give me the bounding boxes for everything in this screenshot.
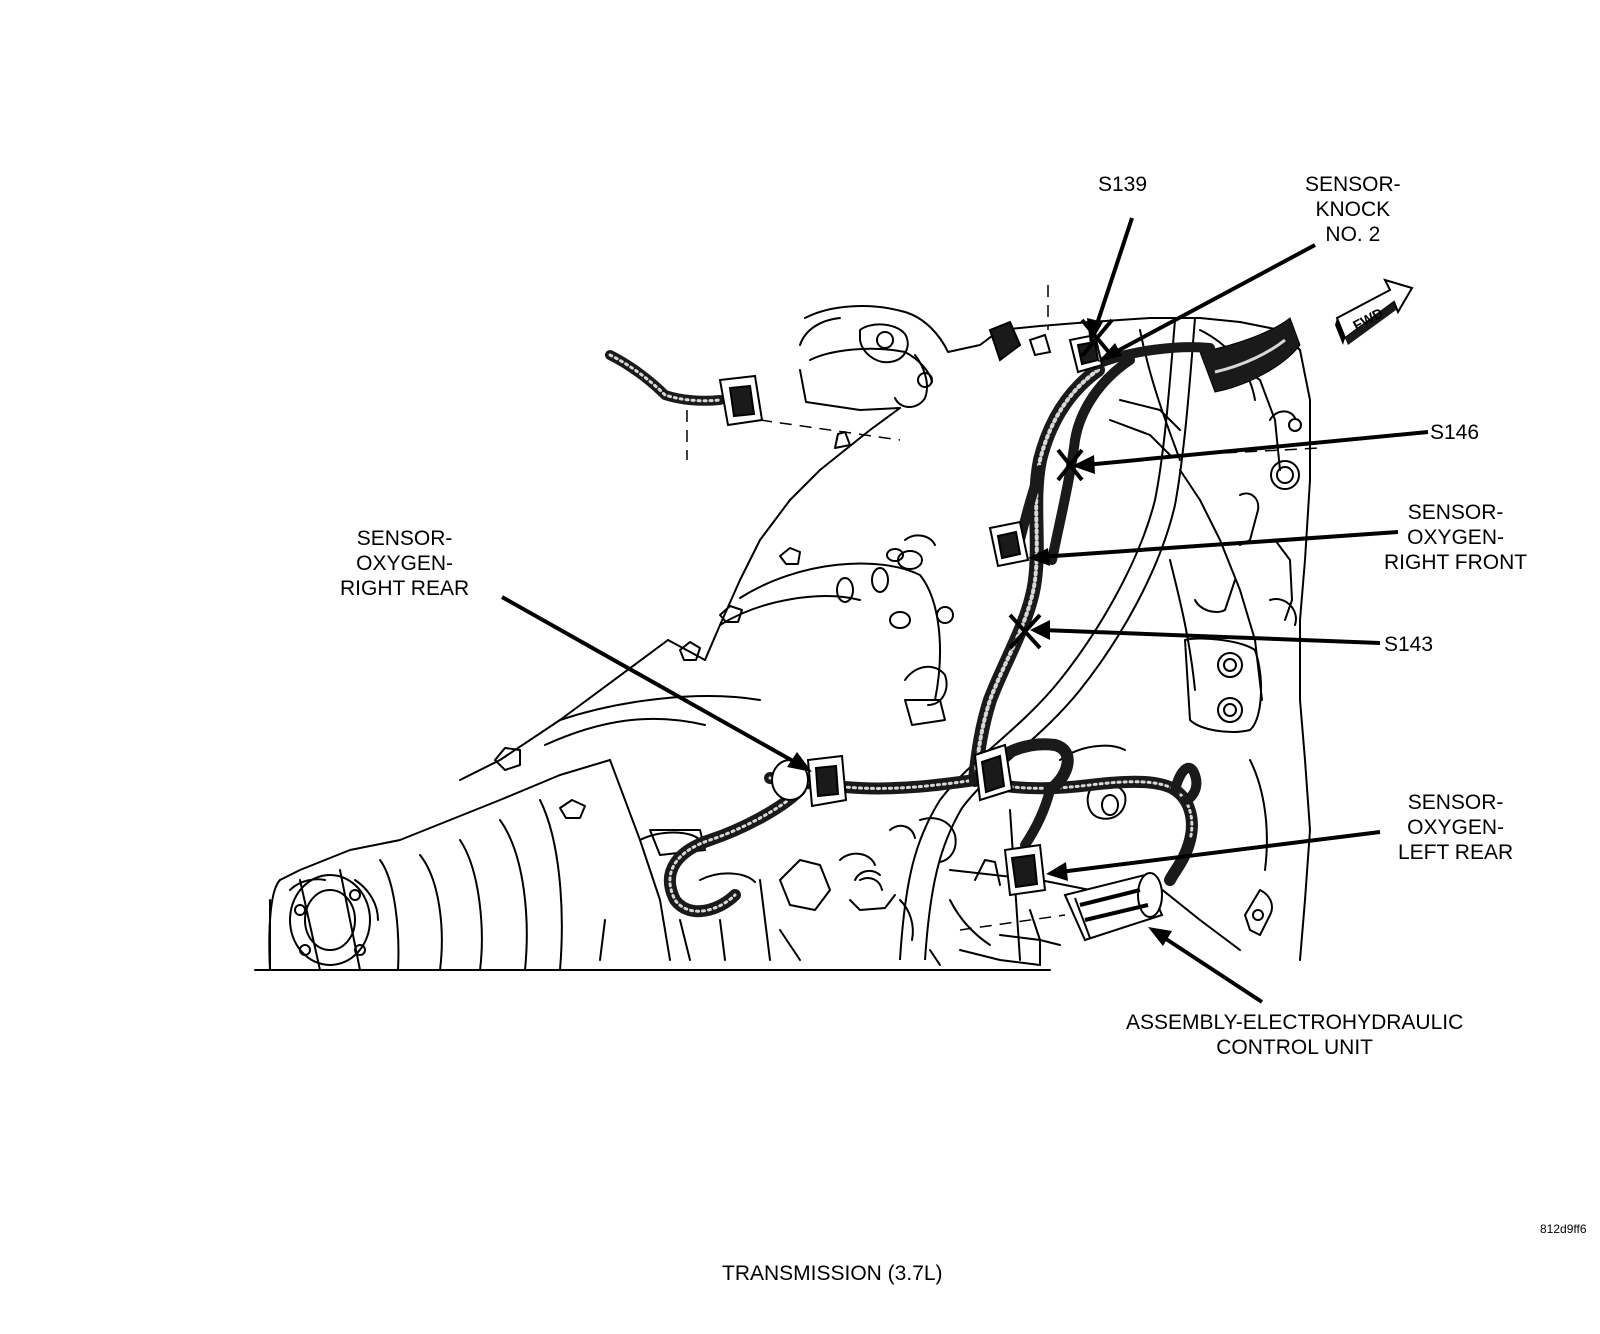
center-connector-cluster [973,743,1014,802]
housing-lip [1199,317,1301,393]
loose-connector-upper-left [718,374,764,427]
ehcu-connector [1063,872,1164,942]
label-knock-line-2: KNOCK [1315,198,1391,221]
figure-caption: TRANSMISSION (3.7L) [722,1262,943,1285]
splice-markers [1008,318,1114,650]
arrow-ehcu [1158,933,1264,1004]
wiring-harness [605,342,1215,918]
label-o2rr-line-1: SENSOR- [356,527,453,550]
label-o2-right-front: SENSOR- OXYGEN- RIGHT FRONT [1384,500,1527,575]
knock-sensor-connector [988,320,1104,374]
label-s146: S146 [1430,420,1479,445]
arrow-o2-right-front [1039,530,1399,559]
housing-lip-shade [1214,338,1286,374]
harness-support-bracket [899,317,1196,961]
o2-left-rear-connector [1003,843,1047,897]
arrow-knock [1109,243,1316,357]
label-o2rf-line-1: SENSOR- [1407,501,1504,524]
callout-arrows [501,217,1429,1004]
label-o2rr-line-3: RIGHT REAR [340,577,470,600]
label-ehcu-line-2: CONTROL UNIT [1216,1036,1373,1059]
transmission-housing [254,305,1311,971]
splice-s139-mark [1080,318,1114,358]
label-s139-text: S139 [1098,173,1148,196]
o2-right-front-connector [988,520,1030,568]
label-knock-line-3: NO. 2 [1325,223,1381,246]
splice-s146-mark [1056,448,1084,482]
label-s143-text: S143 [1384,633,1434,656]
label-o2rr-line-2: OXYGEN- [356,552,453,575]
label-ehcu-line-1: ASSEMBLY-ELECTROHYDRAULIC [1126,1011,1464,1034]
label-knock-sensor: SENSOR- KNOCK NO. 2 [1305,172,1401,247]
splice-s143-mark [1008,613,1042,650]
o2-right-rear-connector [771,754,848,808]
label-knock-line-1: SENSOR- [1305,173,1401,196]
arrow-s143 [1041,628,1381,645]
image-code: 812d9ff6 [1540,1222,1587,1236]
label-s139: S139 [1098,172,1147,197]
label-o2lr-line-1: SENSOR- [1407,791,1504,814]
label-o2-right-rear: SENSOR- OXYGEN- RIGHT REAR [340,526,469,601]
label-o2lr-line-2: OXYGEN- [1407,816,1504,839]
label-o2rf-line-2: OXYGEN- [1407,526,1504,549]
label-o2rf-line-3: RIGHT FRONT [1384,551,1528,574]
arrowheads [787,318,1172,946]
label-o2lr-line-3: LEFT REAR [1398,841,1514,864]
fwd-arrow-icon: FWD [1335,278,1414,345]
label-s143: S143 [1384,632,1433,657]
arrow-o2-right-rear [501,595,801,767]
arrow-s139 [1093,217,1134,331]
label-o2-left-rear: SENSOR- OXYGEN- LEFT REAR [1398,790,1513,865]
arrow-o2-left-rear [1059,830,1381,874]
arrow-s146 [1084,430,1429,467]
label-ehcu: ASSEMBLY-ELECTROHYDRAULIC CONTROL UNIT [1126,1010,1463,1060]
label-s146-text: S146 [1430,421,1480,444]
